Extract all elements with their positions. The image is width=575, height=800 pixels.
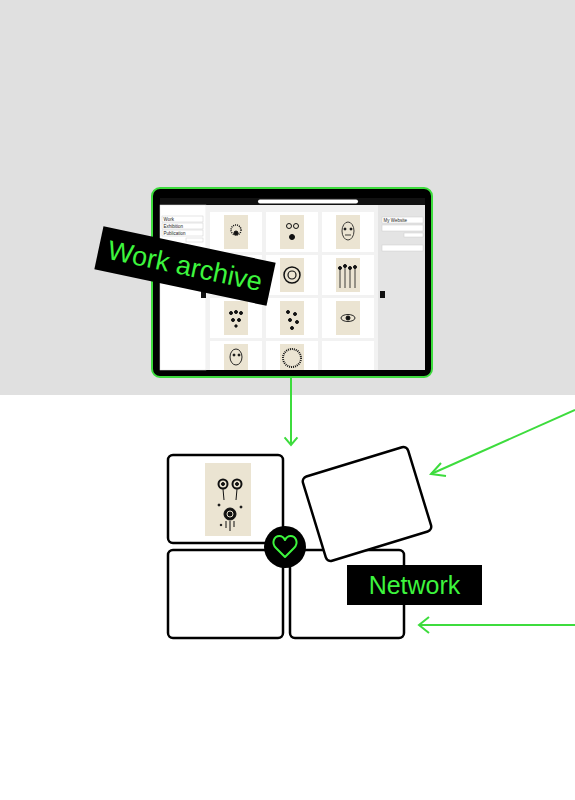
network-card bbox=[302, 446, 433, 562]
select-field bbox=[382, 245, 423, 251]
menu-item bbox=[162, 223, 203, 229]
screen-text: Work bbox=[164, 217, 174, 222]
input-button bbox=[404, 233, 423, 237]
address-pill bbox=[258, 200, 358, 204]
screen-topbar bbox=[160, 198, 425, 205]
panel-tab bbox=[380, 291, 385, 298]
network-cluster: Network bbox=[168, 445, 435, 638]
heart-icon bbox=[273, 536, 296, 557]
archive-screen: Work archive bbox=[152, 188, 432, 377]
incoming-arrow bbox=[431, 410, 575, 476]
gray-band bbox=[0, 0, 575, 395]
right-sidebar bbox=[378, 205, 425, 370]
callout-tag: Network bbox=[347, 565, 482, 605]
network-card bbox=[168, 455, 283, 543]
screen-text: My Website bbox=[384, 218, 407, 223]
incoming-arrow bbox=[419, 617, 575, 633]
artwork-image bbox=[205, 463, 251, 536]
network-card bbox=[168, 550, 283, 638]
artwork-doodle bbox=[218, 480, 242, 532]
connector-line bbox=[290, 377, 292, 445]
heart-badge bbox=[264, 526, 306, 568]
flow-arrow bbox=[285, 377, 298, 445]
menu-item bbox=[162, 216, 203, 222]
menu-button bbox=[186, 238, 203, 242]
screen-text: Exhibition bbox=[164, 224, 184, 229]
menu-item bbox=[162, 230, 203, 236]
screen-text: Publication bbox=[164, 231, 186, 236]
arrow-head bbox=[285, 437, 298, 445]
callout-tag: Work archive bbox=[94, 226, 275, 306]
input-field bbox=[382, 225, 423, 231]
input-field bbox=[382, 217, 423, 223]
